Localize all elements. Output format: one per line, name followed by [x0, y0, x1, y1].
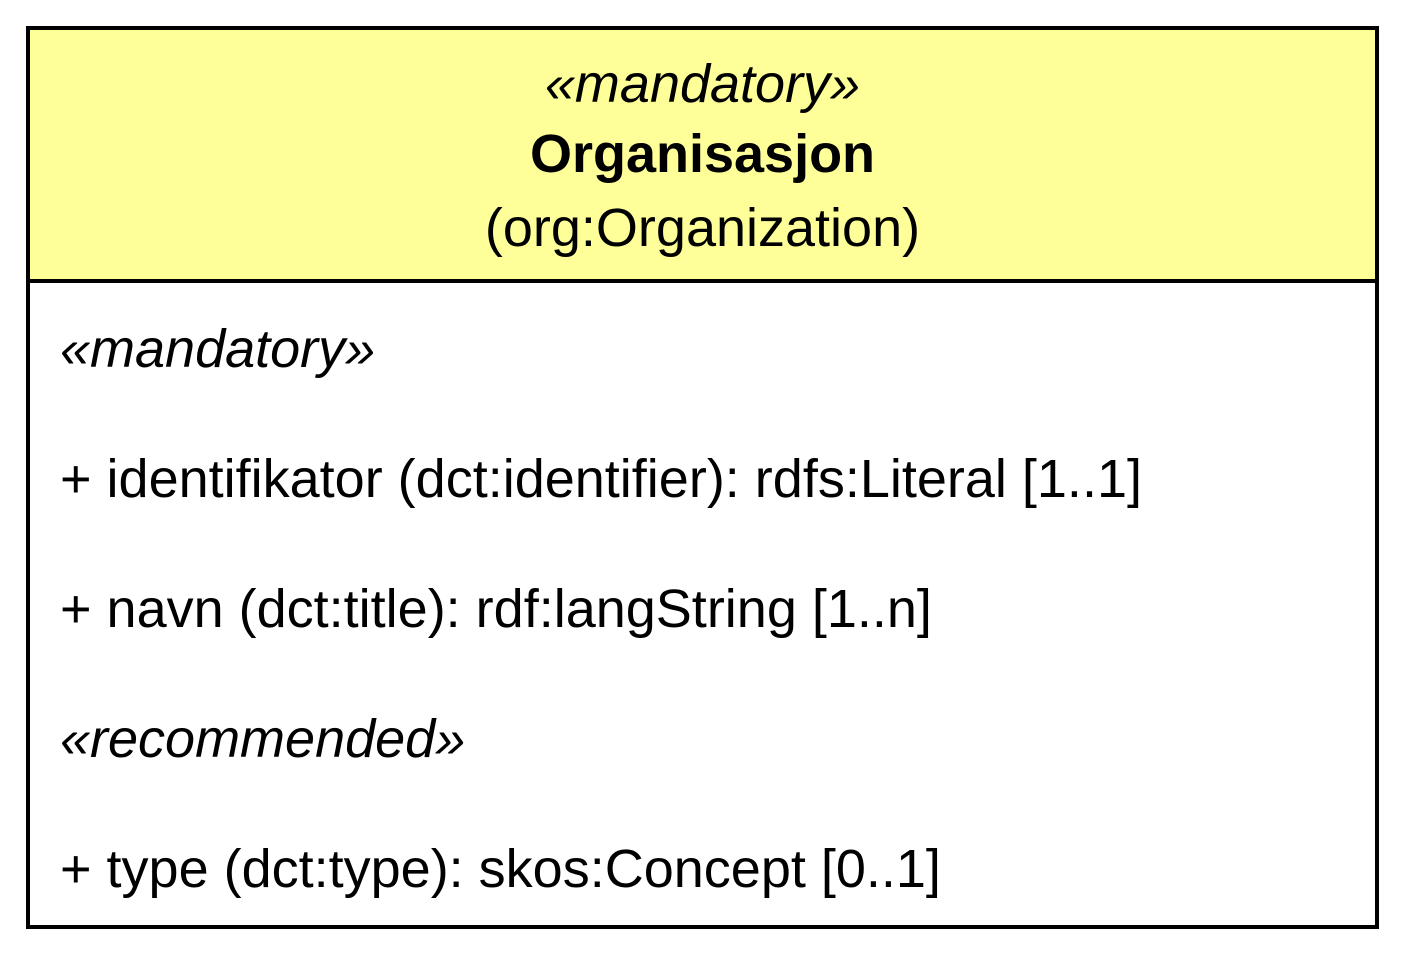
class-uri: (org:Organization) — [484, 198, 921, 258]
class-name: Organisasjon — [529, 124, 876, 184]
class-stereotype: «mandatory» — [544, 54, 861, 114]
mandatory-group-label: «mandatory» — [60, 319, 376, 379]
class-header: «mandatory» Organisasjon (org:Organizati… — [30, 30, 1375, 283]
attribute-compartment: «mandatory» + identifikator (dct:identif… — [30, 283, 1375, 925]
uml-class-box: «mandatory» Organisasjon (org:Organizati… — [26, 26, 1379, 929]
attribute-navn: + navn (dct:title): rdf:langString [1..n… — [60, 579, 932, 639]
recommended-group-label: «recommended» — [60, 709, 466, 769]
attribute-identifikator: + identifikator (dct:identifier): rdfs:L… — [60, 449, 1142, 509]
attribute-type: + type (dct:type): skos:Concept [0..1] — [60, 839, 941, 899]
